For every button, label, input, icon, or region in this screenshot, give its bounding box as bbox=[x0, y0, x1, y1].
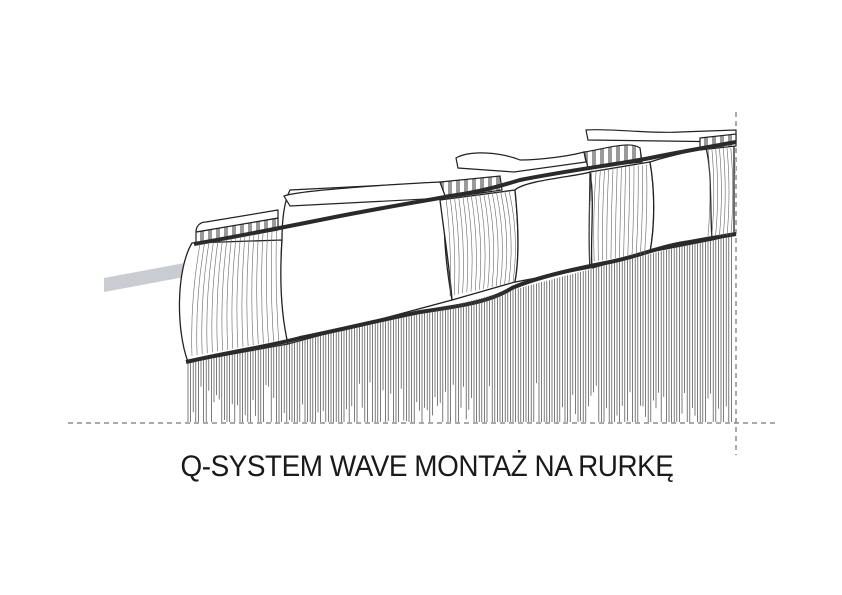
fold-line bbox=[487, 192, 495, 288]
fold-line bbox=[631, 165, 635, 257]
fold-line bbox=[191, 243, 201, 357]
fold-line bbox=[445, 197, 451, 297]
fold-line bbox=[458, 196, 464, 294]
fold-line bbox=[226, 238, 232, 350]
wave-back-3 bbox=[649, 145, 714, 253]
fold-line bbox=[216, 239, 223, 352]
fold-line bbox=[610, 167, 614, 260]
fold-line bbox=[449, 197, 456, 296]
fold-line bbox=[722, 147, 726, 237]
diagram-caption: Q-SYSTEM WAVE MONTAŻ NA RURKĘ bbox=[180, 450, 674, 483]
fold-line bbox=[589, 169, 593, 263]
fold-line bbox=[246, 235, 250, 347]
wave-fold-2 bbox=[439, 189, 519, 301]
fold-line bbox=[593, 169, 597, 262]
fold-line bbox=[719, 147, 722, 237]
fold-line bbox=[241, 235, 246, 348]
wave-back-1 bbox=[280, 181, 453, 345]
fold-line bbox=[715, 147, 718, 237]
wave-back-2 bbox=[514, 171, 591, 283]
fold-line bbox=[627, 166, 631, 257]
fold-line bbox=[196, 243, 205, 356]
fringe-threads bbox=[187, 236, 732, 422]
fold-line bbox=[707, 147, 711, 237]
fold-line bbox=[479, 193, 486, 289]
fold-line bbox=[508, 190, 516, 283]
fold-line bbox=[221, 239, 228, 351]
fold-line bbox=[500, 191, 508, 285]
fold-line bbox=[475, 194, 482, 290]
fold-line bbox=[726, 147, 730, 237]
fold-line bbox=[261, 232, 264, 344]
fold-line bbox=[236, 236, 241, 348]
fold-line bbox=[496, 191, 503, 286]
fold-line bbox=[644, 164, 648, 255]
fold-line bbox=[597, 169, 601, 261]
fold-line bbox=[602, 168, 605, 261]
fold-line bbox=[623, 166, 626, 258]
fold-line bbox=[270, 231, 274, 342]
fold-line bbox=[730, 147, 734, 237]
wave-curtain bbox=[178, 145, 735, 363]
fold-line bbox=[640, 165, 643, 255]
fold-line bbox=[606, 168, 610, 260]
fold-line bbox=[491, 192, 499, 287]
fold-line bbox=[256, 233, 259, 345]
fold-line bbox=[206, 241, 214, 354]
fold-line bbox=[462, 195, 469, 293]
fold-line bbox=[504, 190, 512, 284]
fold-line bbox=[483, 193, 490, 288]
fold-line bbox=[470, 194, 477, 291]
fold-line bbox=[466, 195, 473, 292]
fold-line bbox=[231, 237, 237, 349]
fold-lines bbox=[191, 147, 734, 357]
top-tape-band bbox=[193, 140, 737, 246]
fold-line bbox=[614, 167, 618, 259]
fold-line bbox=[711, 147, 715, 237]
fold-line bbox=[251, 234, 255, 346]
fold-line bbox=[211, 240, 219, 353]
fold-line bbox=[201, 242, 210, 355]
fold-line bbox=[619, 167, 622, 258]
fold-line bbox=[635, 165, 639, 256]
fold-line bbox=[454, 196, 460, 295]
fold-line bbox=[275, 230, 279, 341]
fold-line bbox=[266, 231, 269, 343]
